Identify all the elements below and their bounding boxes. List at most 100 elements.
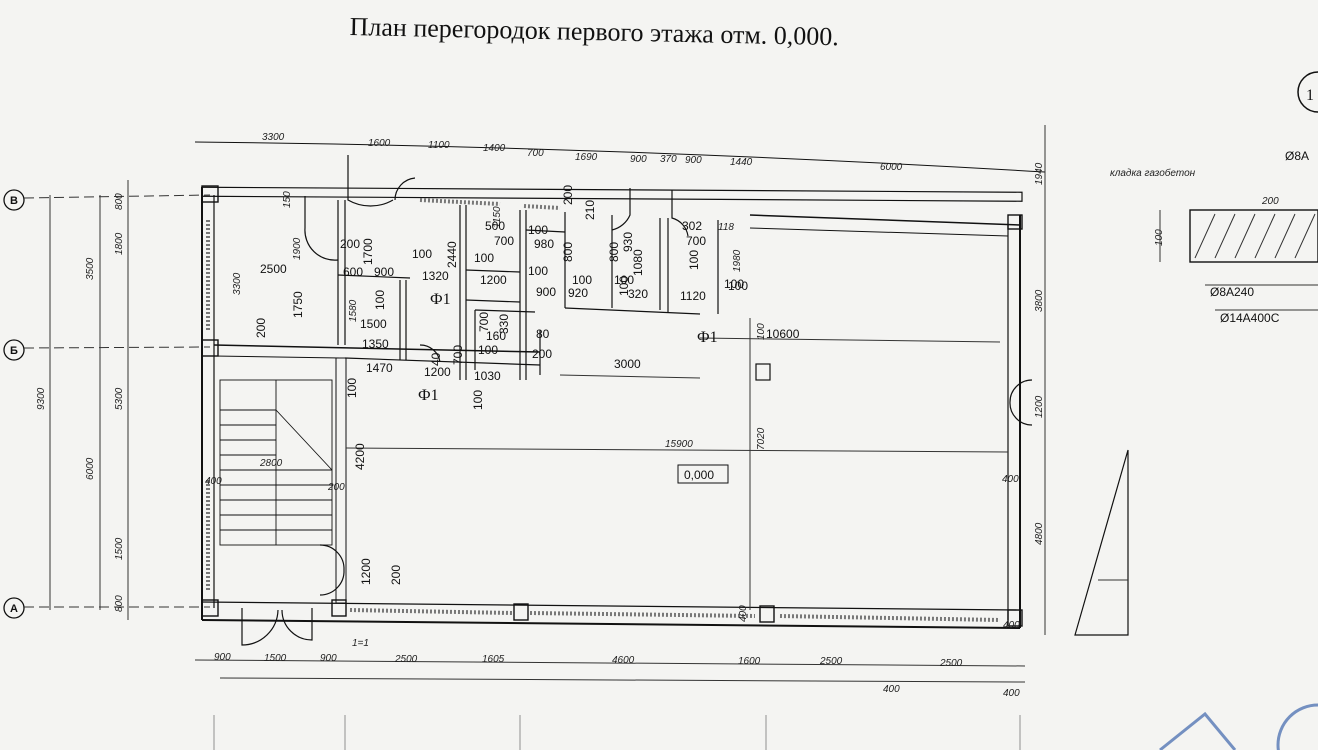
dim-top-11: 6000: [880, 162, 903, 173]
dim-right-3: 1200: [1034, 395, 1045, 418]
detail-section: 1 кладка газобетон Ø8А 200 100 Ø8А240 Ø1…: [1074, 71, 1318, 636]
rd-38: 930: [621, 232, 635, 252]
dim-bottom-2: 1500: [264, 653, 287, 664]
rd-17: 100: [412, 247, 432, 261]
rd-5: 2500: [260, 262, 287, 276]
rd-47: 40: [429, 352, 443, 366]
rd-59: 7020: [756, 427, 767, 450]
wall-type-label-2: Ф1: [418, 387, 439, 404]
rd-51: 100: [478, 343, 498, 357]
top-dimensions: 3300 1600 1100 1400 700 1690 900 370 900…: [262, 132, 903, 173]
dim-bottom-1: 900: [214, 652, 231, 663]
dim-top-5: 700: [527, 148, 544, 159]
rd-3: 1700: [361, 238, 375, 265]
dim-bottom-6: 4600: [612, 655, 635, 666]
dim-top-9: 900: [685, 155, 702, 166]
rd-58: 100: [756, 323, 767, 340]
rd-44: 1980: [732, 249, 743, 272]
right-dimensions: 1940 3800 1200 400 4800: [1003, 162, 1045, 631]
dim-top-2: 1600: [368, 138, 391, 149]
rd-19: 1320: [422, 269, 449, 283]
rd-23: 500: [485, 219, 505, 233]
room-dimensions: 150 1900 200 1700 3300 2500 600 900 1750…: [205, 185, 1019, 622]
partitions: [304, 196, 719, 380]
rd-7: 900: [374, 265, 394, 279]
dim-bottom-small-1: 400: [883, 684, 900, 695]
dim-top-10: 1440: [730, 157, 753, 168]
dim-right-2: 3800: [1034, 289, 1045, 312]
rd-57: 10600: [766, 327, 800, 341]
dim-top-7: 900: [630, 154, 647, 165]
rd-15: 1200: [424, 365, 451, 379]
doors: [241, 155, 1033, 646]
rd-60: 15900: [665, 439, 693, 450]
dim-left-mid-1: 3500: [85, 257, 96, 280]
rd-26: 100: [528, 264, 548, 278]
rd-39: 320: [628, 287, 648, 301]
section-mark: 1=1: [352, 638, 369, 649]
rd-9: 1580: [348, 299, 359, 322]
bottom-dimensions: 900 1500 900 2500 1605 4600 1600 2500 25…: [214, 652, 1020, 699]
rd-49: 330: [497, 314, 511, 334]
rd-27: 980: [534, 237, 554, 251]
dim-bottom-3: 900: [320, 653, 337, 664]
rd-67: 100: [345, 378, 359, 398]
dim-right-4: 400: [1003, 620, 1020, 631]
dim-bottom-9: 2500: [939, 658, 963, 669]
rd-61: 2800: [259, 458, 283, 469]
detail-marker: 1: [1306, 87, 1314, 104]
dim-top-4: 1400: [483, 143, 506, 154]
rd-31: 800: [561, 242, 575, 262]
rd-52: 80: [536, 327, 550, 341]
rd-42: 100: [687, 250, 701, 270]
rd-68: 400: [1002, 474, 1019, 485]
wall-type-label-1: Ф1: [430, 291, 451, 308]
dim-top-8: 370: [660, 154, 677, 165]
rd-4: 3300: [232, 272, 243, 295]
rd-18: 2440: [445, 241, 459, 268]
rd-56: 3000: [614, 357, 641, 371]
detail-text-5: Ø8А240: [1210, 285, 1254, 299]
rd-35: 100: [614, 273, 634, 287]
dim-left-mid-3: 6000: [85, 457, 96, 480]
rd-0: 150: [282, 191, 293, 208]
rd-66: 200: [389, 565, 403, 585]
rd-22: 1150: [492, 206, 503, 228]
detail-text-1: кладка газобетон: [1110, 167, 1196, 179]
level-mark-box: [677, 464, 729, 484]
dim-top-6: 1690: [575, 152, 598, 163]
dim-bottom-small-2: 400: [1003, 688, 1020, 699]
rd-20: 100: [474, 251, 494, 265]
dim-top-3: 1100: [428, 140, 450, 151]
dim-bottom-5: 1605: [482, 654, 505, 665]
rd-50: 160: [486, 329, 506, 343]
rd-33: 920: [568, 286, 588, 300]
axis-label-v: В: [10, 195, 18, 207]
dim-left-mid-4: 1500: [114, 537, 125, 560]
wall-type-label-3: Ф1: [697, 329, 718, 346]
rd-69: 400: [738, 605, 749, 622]
rd-40: 302: [682, 219, 702, 233]
rd-29: 200: [561, 185, 575, 205]
interior-dimension-lines: [194, 125, 1046, 683]
rd-34: 800: [607, 242, 621, 262]
rd-21: 1200: [480, 273, 507, 287]
grid-ticks: [213, 715, 1021, 750]
rd-62: 4200: [353, 443, 367, 470]
dim-left-outer: 9300: [36, 387, 47, 410]
dim-left-inner-3: 800: [114, 595, 125, 612]
rd-63: 400: [205, 476, 222, 487]
rd-2: 200: [340, 237, 360, 251]
rd-41: 700: [686, 234, 706, 248]
rd-30: 210: [583, 200, 597, 220]
dim-bottom-7: 1600: [738, 656, 761, 667]
rd-45: 1120: [680, 289, 706, 303]
rd-11: 1500: [360, 317, 387, 331]
detail-text-3: 200: [1261, 196, 1279, 207]
rd-65: 1200: [359, 558, 373, 585]
axis-markers: В Б А: [3, 189, 211, 619]
rd-28: 900: [536, 285, 556, 299]
rd-43: 118: [718, 222, 734, 233]
dim-left-inner-1: 800: [114, 193, 125, 210]
